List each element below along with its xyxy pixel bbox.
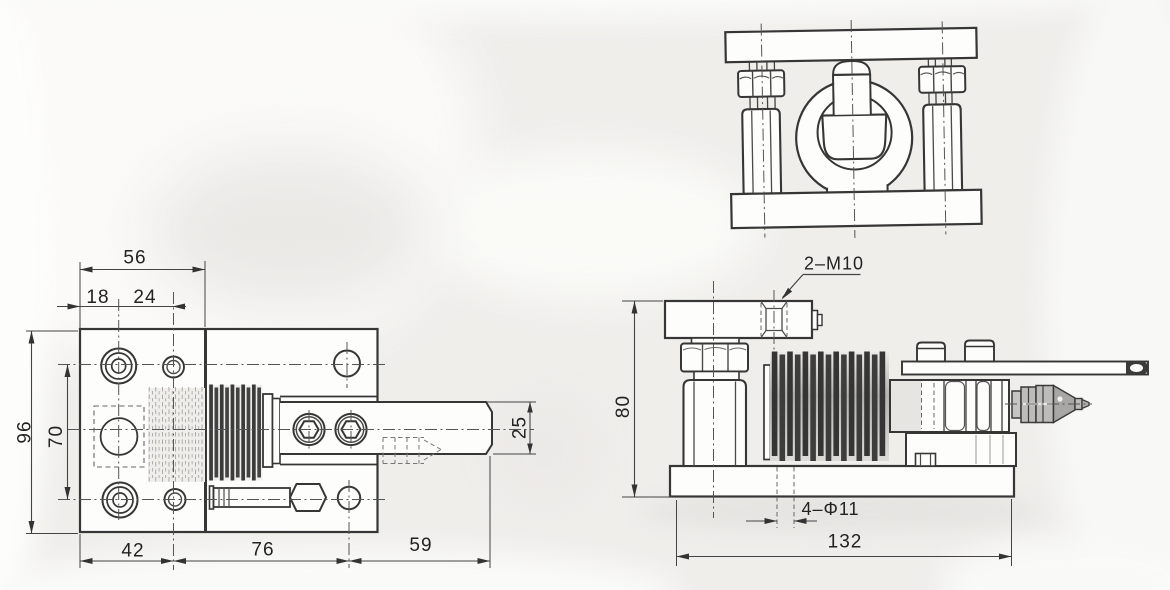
svg-text:80: 80: [613, 395, 634, 418]
svg-text:70: 70: [46, 425, 67, 448]
svg-text:59: 59: [409, 535, 432, 556]
svg-text:96: 96: [15, 420, 36, 443]
svg-text:25: 25: [510, 416, 531, 439]
svg-text:4–Φ11: 4–Φ11: [801, 499, 859, 519]
svg-text:24: 24: [133, 287, 156, 308]
svg-text:42: 42: [121, 541, 144, 562]
svg-text:18: 18: [86, 287, 109, 308]
svg-text:132: 132: [828, 532, 863, 553]
svg-text:2–M10: 2–M10: [804, 254, 864, 274]
svg-text:76: 76: [251, 540, 274, 561]
svg-text:56: 56: [123, 248, 146, 269]
